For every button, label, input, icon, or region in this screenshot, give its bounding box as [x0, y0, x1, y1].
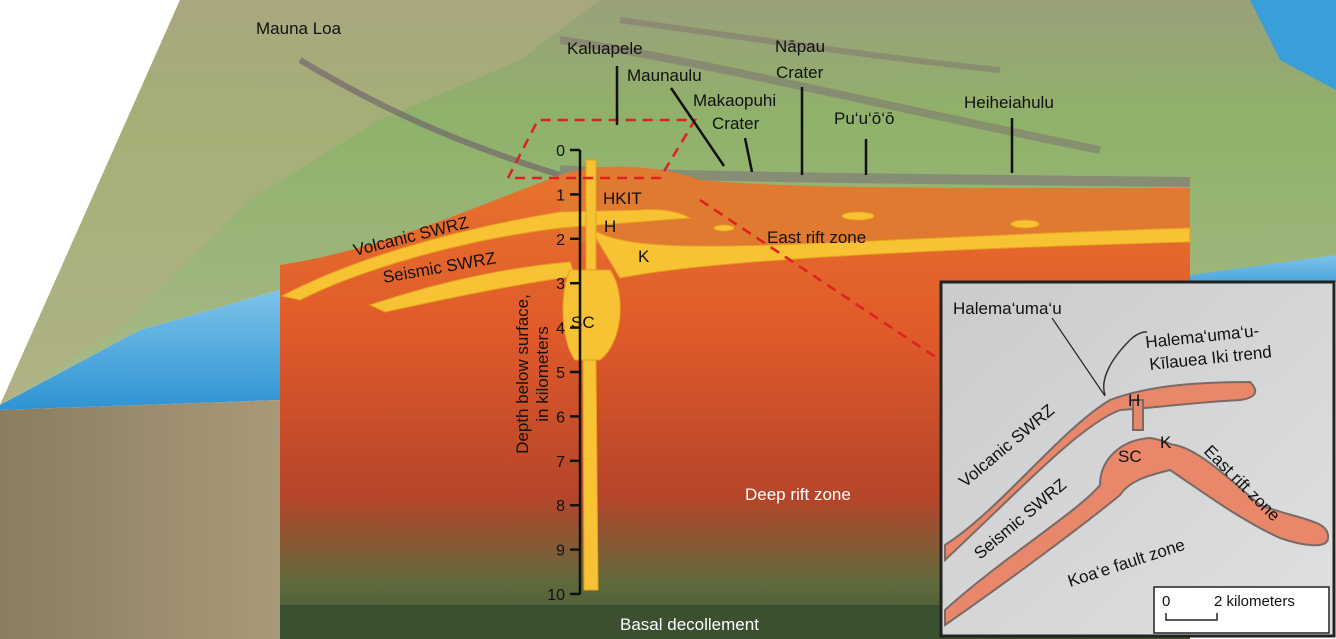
label-makaopuhi-crater: Crater [712, 114, 760, 133]
label-east-rift-zone: East rift zone [767, 228, 866, 247]
block-side [0, 400, 280, 639]
label-basal-decollement: Basal decollement [620, 615, 759, 634]
inset-footprint-lines [506, 118, 941, 362]
scale-bar: 0 2 kilometers [1153, 586, 1330, 634]
label-puuoo: Pu‘u‘ō‘ō [834, 109, 895, 128]
depth-tick-label: 0 [556, 143, 565, 160]
depth-tick-label: 3 [556, 276, 565, 293]
inset-label-k: K [1160, 433, 1172, 452]
label-deep-rift-zone: Deep rift zone [745, 485, 851, 504]
label-hkit: HKIT [603, 189, 642, 208]
depth-tick-label: 4 [556, 321, 565, 338]
label-h: H [604, 217, 616, 236]
leader-lines [615, 66, 1014, 175]
ocean [0, 290, 280, 410]
depth-tick-label: 5 [556, 365, 565, 382]
label-kaluapele: Kaluapele [567, 39, 643, 58]
inset-label-h: H [1128, 391, 1140, 410]
label-mauna-loa: Mauna Loa [256, 19, 342, 38]
depth-axis-label-line2: in kilometers [533, 326, 552, 421]
label-heiheiahulu: Heiheiahulu [964, 93, 1054, 112]
label-makaopuhi: Makaopuhi [693, 91, 776, 110]
magma-system [280, 159, 1191, 591]
depth-tick-label: 1 [556, 187, 565, 204]
inset-map: Halema‘uma‘u Halema‘uma‘u- Kīlauea Iki t… [939, 280, 1336, 638]
label-k: K [638, 247, 650, 266]
label-sc: SC [571, 313, 595, 332]
label-napau: Nāpau [775, 37, 825, 56]
inset-label-sc: SC [1118, 447, 1142, 466]
depth-tick-label: 8 [556, 498, 565, 515]
depth-tick-label: 9 [556, 543, 565, 560]
depth-axis-label-line1: Depth below surface, [513, 294, 532, 454]
scale-two-km: 2 kilometers [1214, 593, 1295, 610]
depth-axis: 0 1 2 3 4 5 6 7 8 9 10 Depth below surface, in kil… [513, 143, 582, 604]
depth-tick-label: 6 [556, 409, 565, 426]
depth-tick-label: 10 [547, 587, 565, 604]
depth-tick-label: 2 [556, 232, 565, 249]
inset-label-halemaumau: Halema‘uma‘u [953, 299, 1062, 318]
depth-tick-label: 7 [556, 454, 565, 471]
label-napau-crater: Crater [776, 63, 824, 82]
scale-zero: 0 [1162, 593, 1170, 610]
label-maunaulu: Maunaulu [627, 66, 702, 85]
